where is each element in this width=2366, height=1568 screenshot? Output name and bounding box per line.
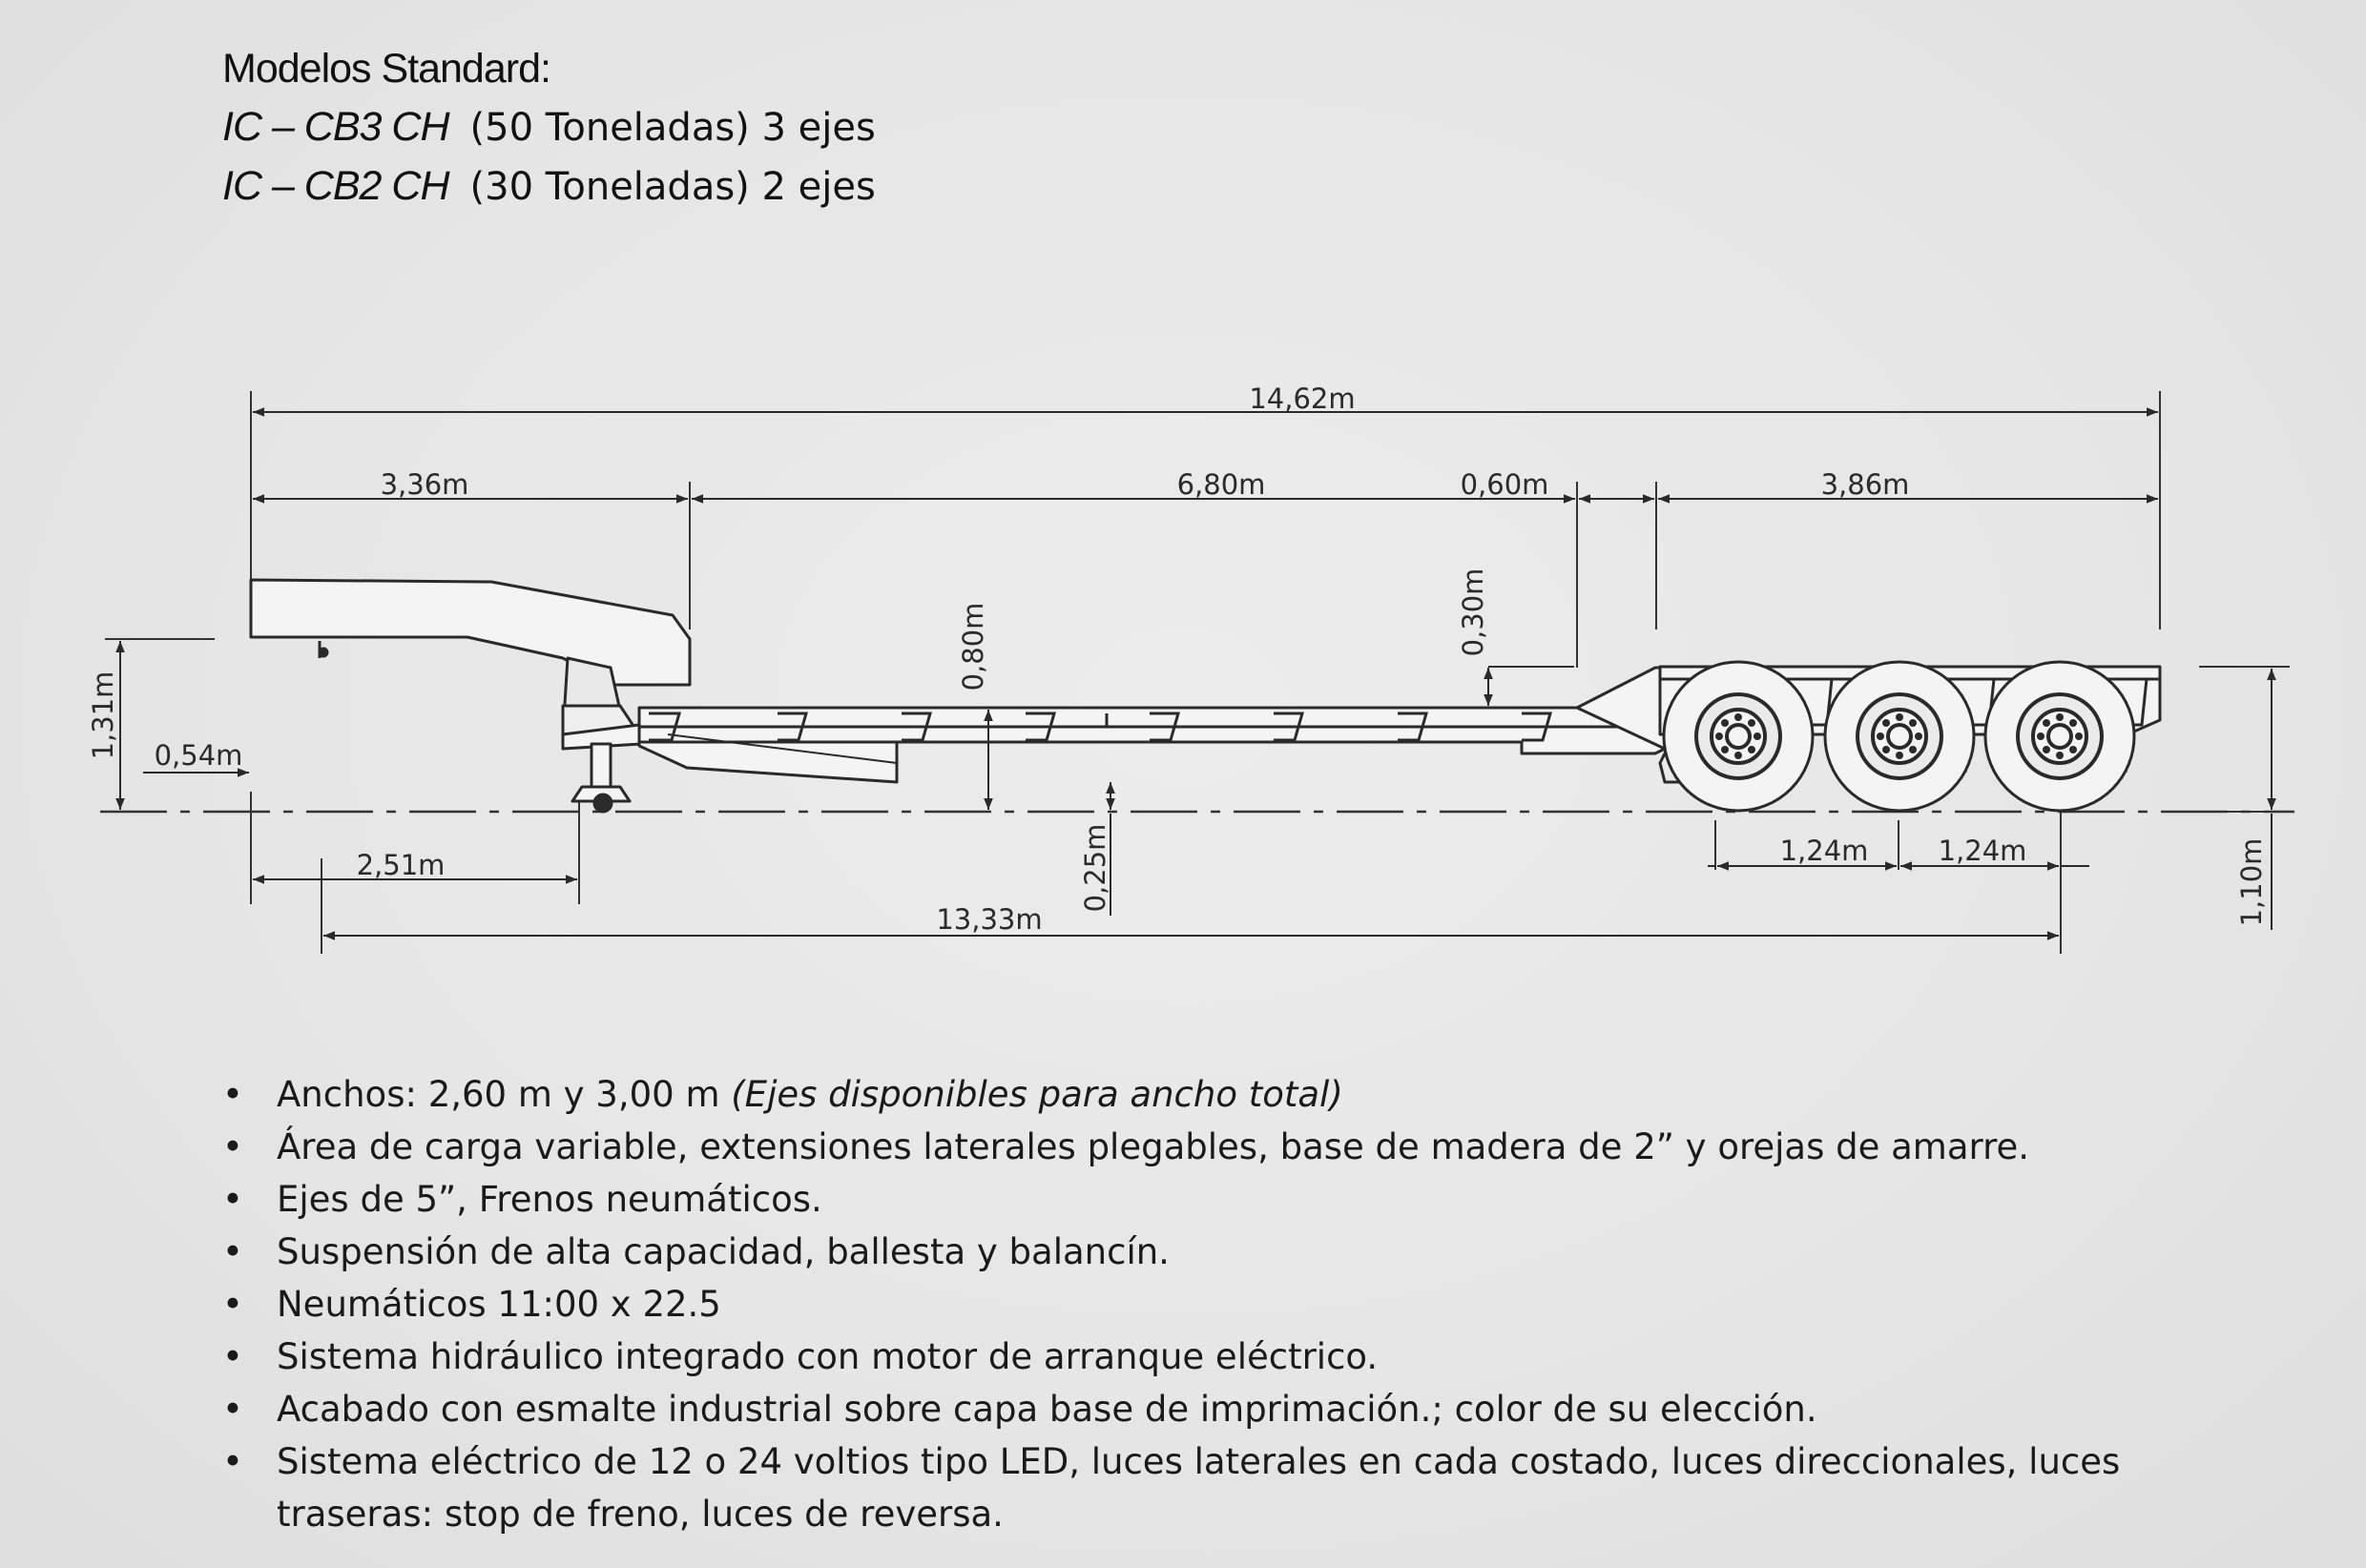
dim-overall-length: 14,62m: [1249, 382, 1355, 415]
list-item: Anchos: 2,60 m y 3,00 m (Ejes disponible…: [222, 1068, 2226, 1121]
feature-text: Anchos: 2,60 m y 3,00 m: [277, 1074, 732, 1115]
wheel: [1983, 660, 2136, 813]
dim-front-height: 1,31m: [87, 671, 119, 760]
dim-axle-spacing-1: 1,24m: [1780, 835, 1869, 867]
model-line: IC – CB2 CH (30 Toneladas) 2 ejes: [222, 157, 876, 217]
feature-text: Neumáticos 11:00 x 22.5: [277, 1284, 721, 1325]
list-item: Sistema eléctrico de 12 o 24 voltios tip…: [222, 1435, 2226, 1540]
dim-front-offset: 0,54m: [155, 739, 243, 772]
dim-rear-length: 3,86m: [1821, 468, 1910, 501]
feature-text: Acabado con esmalte industrial sobre cap…: [277, 1389, 1817, 1430]
feature-text: Área de carga variable, extensiones late…: [277, 1126, 2029, 1167]
dim-kingpin-rear-axle: 13,33m: [936, 903, 1042, 936]
list-item: Neumáticos 11:00 x 22.5: [222, 1278, 2226, 1331]
list-item: Área de carga variable, extensiones late…: [222, 1121, 2226, 1173]
dim-ramp-length: 0,60m: [1461, 468, 1549, 501]
extension-lines: [105, 391, 2290, 954]
feature-list: Anchos: 2,60 m y 3,00 m (Ejes disponible…: [222, 1068, 2226, 1540]
feature-note: (Ejes disponibles para ancho total): [731, 1074, 1343, 1115]
dim-gooseneck-length: 3,36m: [381, 468, 469, 501]
dim-ground-clearance: 0,25m: [1079, 824, 1111, 913]
gooseneck: [249, 578, 692, 687]
dim-ramp-rise: 0,30m: [1457, 568, 1489, 657]
deck-cross-members: [649, 712, 1552, 742]
dim-axle-spacing-2: 1,24m: [1939, 835, 2027, 867]
model-spec: (50 Toneladas) 3 ejes: [469, 106, 876, 150]
dim-deck-length: 6,80m: [1177, 468, 1266, 501]
list-item: Sistema hidráulico integrado con motor d…: [222, 1331, 2226, 1383]
list-item: Acabado con esmalte industrial sobre cap…: [222, 1383, 2226, 1435]
list-item: Ejes de 5”, Frenos neumáticos.: [222, 1173, 2226, 1226]
feature-text: Suspensión de alta capacidad, ballesta y…: [277, 1231, 1170, 1272]
dim-deck-depth: 0,80m: [957, 603, 989, 691]
wheel: [1823, 660, 1976, 813]
feature-text: Ejes de 5”, Frenos neumáticos.: [277, 1179, 822, 1220]
dim-kingpin-landing-gear: 2,51m: [357, 849, 446, 881]
wheel: [1662, 660, 1815, 813]
page-title: Modelos Standard:: [222, 46, 551, 92]
model-code: IC – CB2 CH: [222, 163, 450, 209]
model-spec: (30 Toneladas) 2 ejes: [469, 165, 876, 209]
wheels: [1662, 660, 2136, 813]
header: Modelos Standard: IC – CB3 CH (50 Tonelad…: [222, 40, 876, 217]
list-item: Suspensión de alta capacidad, ballesta y…: [222, 1226, 2226, 1278]
dim-deck-height: 1,10m: [2235, 838, 2268, 927]
dimension-lines: [115, 407, 2276, 940]
feature-text: Sistema hidráulico integrado con motor d…: [277, 1336, 1379, 1377]
model-line: IC – CB3 CH (50 Toneladas) 3 ejes: [222, 98, 876, 157]
model-code: IC – CB3 CH: [222, 104, 450, 150]
feature-text: Sistema eléctrico de 12 o 24 voltios tip…: [277, 1441, 2121, 1535]
deck: [637, 706, 1667, 784]
